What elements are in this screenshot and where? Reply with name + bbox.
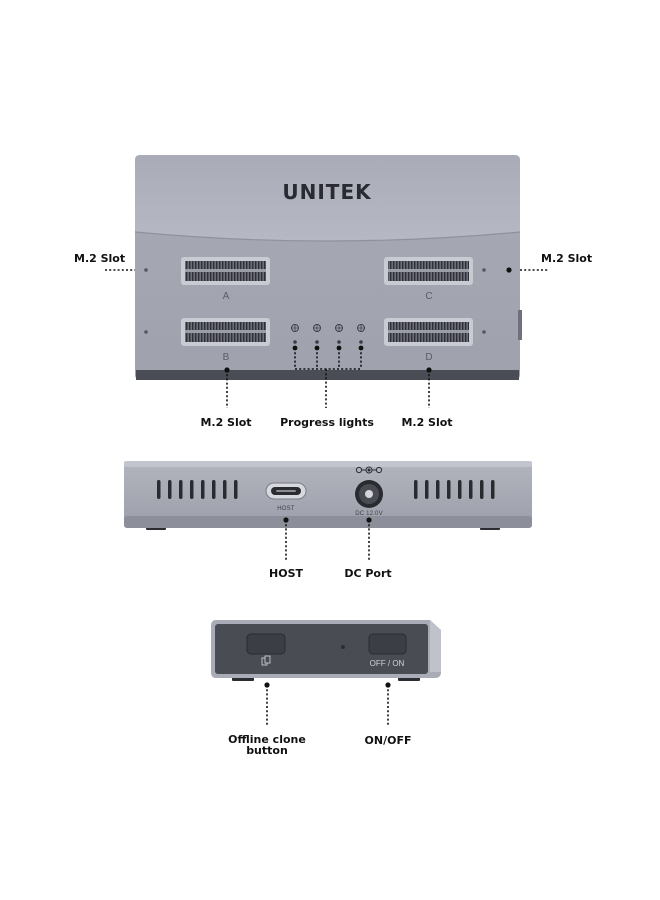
progress-lights bbox=[293, 340, 363, 344]
device-lid bbox=[135, 155, 520, 241]
dc-power-port bbox=[355, 480, 383, 508]
host-port-text: HOST bbox=[277, 506, 295, 512]
left-vents bbox=[157, 480, 238, 499]
callout-right-m2-slot: M.2 Slot bbox=[541, 252, 593, 265]
side-view-device bbox=[211, 620, 441, 681]
top-callout-dots bbox=[224, 267, 512, 373]
callout-progress-lights: Progress lights bbox=[280, 416, 374, 429]
offline-clone-button[interactable] bbox=[246, 633, 286, 655]
power-button[interactable] bbox=[368, 633, 407, 655]
callout-bottom-right-m2-slot: M.2 Slot bbox=[401, 416, 453, 429]
callout-bottom-left-m2-slot: M.2 Slot bbox=[200, 416, 252, 429]
callout-left-m2-slot: M.2 Slot bbox=[74, 252, 126, 265]
dc-port-text: DC 12.0V bbox=[355, 511, 383, 517]
slot-label-c: C bbox=[425, 291, 433, 302]
callout-on-off: ON/OFF bbox=[364, 734, 412, 747]
top-callouts bbox=[105, 269, 548, 408]
m2-slot-d bbox=[384, 318, 473, 346]
clone-icon bbox=[261, 655, 271, 666]
progress-indicator-icons bbox=[291, 324, 365, 332]
dc-polarity-icon bbox=[355, 466, 383, 474]
callout-host: HOST bbox=[269, 567, 303, 580]
status-led bbox=[341, 645, 345, 649]
top-view-device bbox=[134, 155, 522, 380]
m2-slot-c bbox=[384, 257, 473, 285]
usb-c-port bbox=[265, 482, 307, 500]
power-button-text: OFF / ON bbox=[369, 659, 405, 668]
slot-label-a: A bbox=[222, 291, 230, 302]
m2-slot-a bbox=[181, 257, 270, 285]
callout-offline-clone: Offline clone button bbox=[228, 733, 306, 757]
right-vents bbox=[414, 480, 495, 499]
slot-label-d: D bbox=[425, 352, 433, 363]
brand-logo: UNITEK bbox=[282, 180, 372, 204]
callout-dc-port: DC Port bbox=[344, 567, 392, 580]
side-callouts bbox=[266, 685, 389, 727]
back-view-device bbox=[124, 461, 532, 530]
m2-slot-b bbox=[181, 318, 270, 346]
slot-label-b: B bbox=[222, 352, 230, 363]
device-base-shadow bbox=[136, 370, 519, 380]
